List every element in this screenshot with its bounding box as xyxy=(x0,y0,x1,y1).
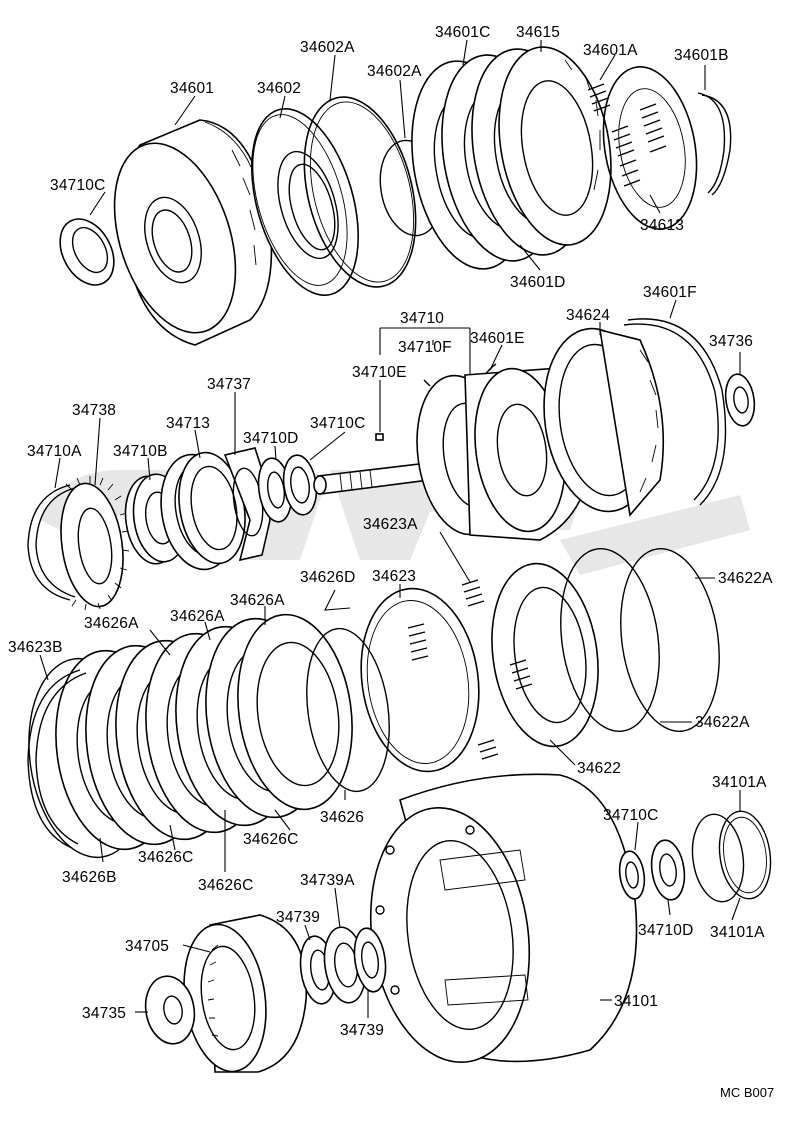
label-34705: 34705 xyxy=(125,938,169,955)
part-34626D-ring xyxy=(306,627,390,793)
label-34624: 34624 xyxy=(566,307,610,324)
label-34737: 34737 xyxy=(207,376,251,393)
label-34710C-bot: 34710C xyxy=(603,807,659,824)
label-34710B: 34710B xyxy=(113,443,168,460)
label-34735: 34735 xyxy=(82,1005,126,1022)
part-34624-ring-gear xyxy=(543,327,665,517)
part-34101-transmission-case xyxy=(369,773,638,1064)
label-34623B: 34623B xyxy=(8,639,63,656)
label-34736: 34736 xyxy=(709,333,753,350)
part-34601F-snap-ring xyxy=(623,318,727,506)
label-34623: 34623 xyxy=(372,568,416,585)
part-34622A-o-rings xyxy=(560,547,720,733)
leader-lines xyxy=(39,39,741,1018)
part-34101A-seal-rings xyxy=(691,810,772,903)
part-34710C-bearing-bottom xyxy=(618,850,646,900)
part-34710D-thrust-bottom xyxy=(650,839,686,901)
label-34626C-2: 34626C xyxy=(138,849,194,866)
part-34601C-34601D-clutch-plates xyxy=(411,46,612,270)
part-34738-sun-gear xyxy=(60,476,130,611)
drawing-code: MC B007 xyxy=(720,1085,774,1100)
label-34602: 34602 xyxy=(257,80,301,97)
label-34626D: 34626D xyxy=(300,569,356,586)
part-34705-drum xyxy=(183,914,308,1073)
label-34601D: 34601D xyxy=(510,274,566,291)
label-34601E: 34601E xyxy=(470,330,525,347)
label-34101A-bot: 34101A xyxy=(710,924,765,941)
label-34601B: 34601B xyxy=(674,47,729,64)
label-34601C: 34601C xyxy=(435,24,491,41)
part-34710A-snap-ring xyxy=(27,484,76,601)
part-34713-ring-gear xyxy=(160,451,246,571)
part-34736-retainer xyxy=(724,373,756,427)
label-34601F: 34601F xyxy=(643,284,697,301)
label-34626B: 34626B xyxy=(62,869,117,886)
label-34710D-bot: 34710D xyxy=(638,922,694,939)
part-34623-piston-ring xyxy=(360,587,480,773)
label-34626: 34626 xyxy=(320,809,364,826)
part-labels: 34601 34602 34602A 34602A 34601C 34615 3… xyxy=(8,24,774,1100)
label-34602A-mid: 34602A xyxy=(367,63,422,80)
label-34739-bot: 34739 xyxy=(340,1022,384,1039)
part-34601B-snap-ring xyxy=(697,92,732,196)
label-34710E: 34710E xyxy=(352,364,407,381)
label-34622: 34622 xyxy=(577,760,621,777)
part-34626-clutch-plate-pack xyxy=(28,613,353,859)
label-34623A: 34623A xyxy=(363,516,418,533)
label-34739A: 34739A xyxy=(300,872,355,889)
part-34739-thrust-races xyxy=(299,926,387,1005)
part-34623A-springs xyxy=(461,579,499,760)
part-34602A-o-ring-large xyxy=(303,96,417,288)
label-34101: 34101 xyxy=(614,993,658,1010)
label-34738: 34738 xyxy=(72,402,116,419)
label-34626C-1: 34626C xyxy=(243,831,299,848)
label-34710D-mid: 34710D xyxy=(243,430,299,447)
label-34615: 34615 xyxy=(516,24,560,41)
label-34601A: 34601A xyxy=(583,42,638,59)
part-34613-spring-retainer xyxy=(602,66,698,230)
part-34602-piston xyxy=(251,107,359,297)
part-34623B-snap-ring xyxy=(27,669,87,849)
label-34602A-top: 34602A xyxy=(300,39,355,56)
part-34601-clutch-drum xyxy=(113,119,273,346)
part-34710C-washer-top xyxy=(59,218,115,286)
part-34601A-springs xyxy=(587,83,667,187)
label-34601: 34601 xyxy=(170,80,214,97)
part-34710C-bearing-mid xyxy=(282,454,318,516)
part-34735-thrust-plate xyxy=(144,975,196,1045)
label-34710C-mid: 34710C xyxy=(310,415,366,432)
label-34626C-3: 34626C xyxy=(198,877,254,894)
label-34710F: 34710F xyxy=(398,339,452,356)
part-34622-piston xyxy=(491,562,599,748)
label-34622A-top: 34622A xyxy=(718,570,773,587)
label-34613: 34613 xyxy=(640,217,684,234)
label-34626A-3: 34626A xyxy=(230,592,285,609)
label-34710A: 34710A xyxy=(27,443,82,460)
label-34622A-bot: 34622A xyxy=(695,714,750,731)
part-planetary-carrier xyxy=(416,367,593,541)
label-34739-top: 34739 xyxy=(276,909,320,926)
label-34710C-top: 34710C xyxy=(50,177,106,194)
label-34101A-top: 34101A xyxy=(712,774,767,791)
label-34713: 34713 xyxy=(166,415,210,432)
label-34626A-1: 34626A xyxy=(84,615,139,632)
label-34626A-2: 34626A xyxy=(170,608,225,625)
label-34710: 34710 xyxy=(400,310,444,327)
